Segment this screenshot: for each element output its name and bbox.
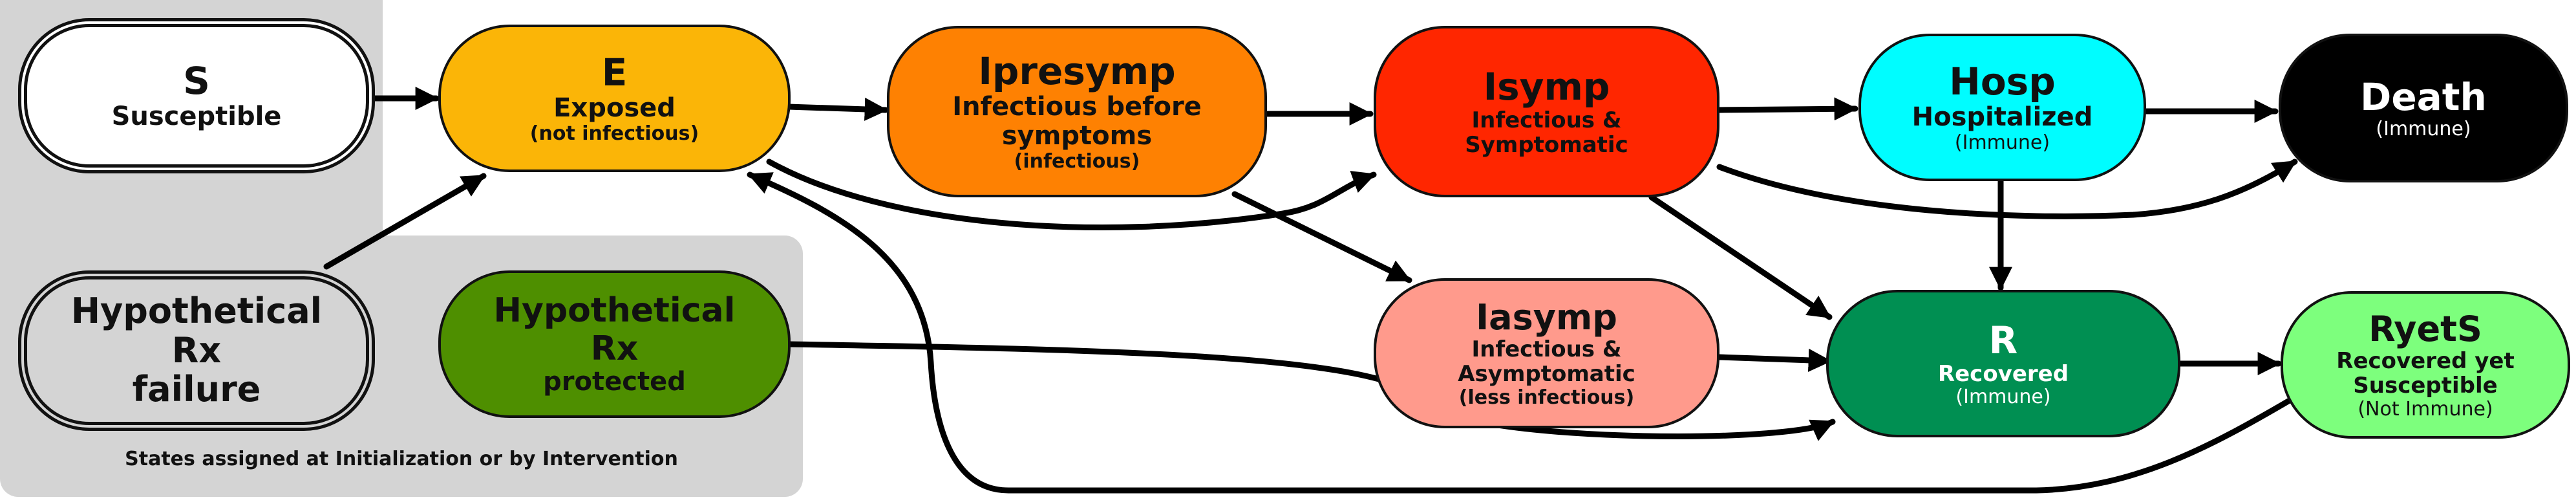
node-S: S Susceptible [18, 18, 375, 173]
node-RyetS-line2: Susceptible [2353, 373, 2498, 399]
node-Ipresymp-title: Ipresymp [978, 49, 1176, 94]
node-Ipresymp-line1: Infectious before [952, 92, 1202, 122]
node-S-title: S [183, 59, 210, 104]
node-E-subtitle: Exposed [553, 93, 676, 124]
node-Ipresymp: Ipresymp Infectious before symptoms (inf… [887, 26, 1267, 197]
edge-Isymp-Death [1716, 159, 2298, 219]
node-Iasymp-note: (less infectious) [1458, 386, 1635, 409]
node-E-title: E [601, 50, 628, 95]
node-Isymp-title: Isymp [1483, 64, 1610, 109]
edge-RyetS-E [747, 171, 2292, 494]
node-RxFailure-line2: Rx [171, 329, 222, 371]
node-Iasymp-title: Iasymp [1476, 296, 1617, 338]
node-Hosp-note: (Immune) [1954, 131, 2050, 155]
edge-E-Ipresymp [785, 97, 889, 121]
node-Death: Death (Immune) [2279, 34, 2568, 182]
node-RxProtected-line3: protected [543, 366, 686, 397]
node-Death-note: (Immune) [2376, 117, 2471, 140]
node-Hosp-subtitle: Hospitalized [1911, 102, 2093, 133]
node-Ipresymp-note: (infectious) [1014, 149, 1140, 173]
edge-Ipresymp-Iasymp [1231, 191, 1412, 283]
node-S-subtitle: Susceptible [111, 102, 282, 132]
edge-RxFailure-E [323, 173, 487, 270]
node-RyetS-note: (Not Immune) [2358, 397, 2493, 421]
node-R-subtitle: Recovered [1937, 360, 2069, 387]
node-Hosp: Hosp Hospitalized (Immune) [1858, 34, 2146, 181]
node-R-title: R [1988, 318, 2018, 362]
node-Iasymp: Iasymp Infectious & Asymptomatic (less i… [1374, 278, 1719, 428]
node-Isymp-line2: Symptomatic [1465, 131, 1628, 158]
node-Death-title: Death [2360, 74, 2487, 119]
node-RxFailure-line1: Hypothetical [70, 290, 323, 332]
node-Iasymp-line1: Infectious & [1471, 336, 1622, 363]
node-RyetS: RyetS Recovered yet Susceptible (Not Imm… [2281, 291, 2570, 439]
node-R-note: (Immune) [1955, 385, 2051, 408]
node-RyetS-title: RyetS [2368, 308, 2482, 349]
node-Hosp-title: Hosp [1949, 60, 2056, 104]
edge-E-Isymp [766, 159, 1377, 231]
edge-Isymp-Hosp [1716, 97, 1858, 121]
node-RxProtected-line2: Rx [590, 329, 639, 368]
node-RxFailure: Hypothetical Rx failure [18, 270, 375, 431]
edge-Isymp-R [1648, 194, 1833, 320]
node-Isymp: Isymp Infectious & Symptomatic [1374, 26, 1719, 197]
region-caption: States assigned at Initialization or by … [125, 448, 678, 470]
node-RxFailure-line3: failure [132, 369, 261, 410]
node-R: R Recovered (Immune) [1826, 290, 2180, 437]
node-RyetS-line1: Recovered yet [2336, 348, 2515, 375]
node-Isymp-line1: Infectious & [1471, 107, 1622, 133]
node-Ipresymp-line2: symptoms [1001, 121, 1153, 151]
node-RxProtected: Hypothetical Rx protected [438, 270, 791, 418]
node-Iasymp-line2: Asymptomatic [1458, 361, 1635, 388]
edge-Iasymp-R [1716, 348, 1833, 372]
node-E: E Exposed (not infectious) [438, 25, 791, 172]
node-RxProtected-line1: Hypothetical [493, 291, 736, 331]
node-E-note: (not infectious) [529, 122, 699, 146]
